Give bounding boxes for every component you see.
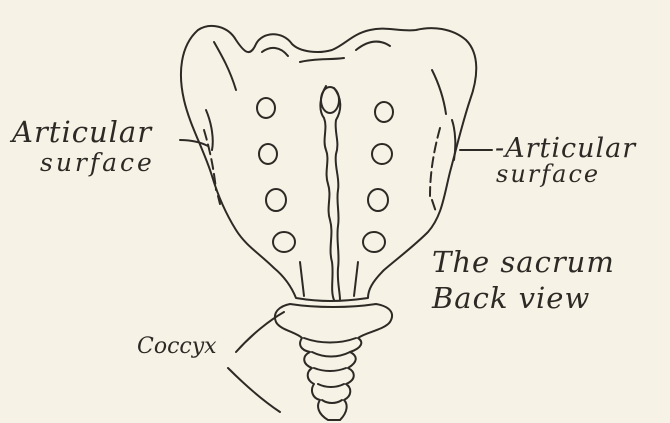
diagram-subtitle: Back view [432, 284, 590, 313]
left-articular-leader [180, 140, 208, 146]
coccyx-leader [228, 368, 280, 412]
left-foramen-2 [259, 144, 277, 164]
left-foramen-4 [273, 232, 295, 252]
left-foramen-3 [266, 189, 286, 211]
articular-surface-left-label-2: surface [40, 150, 155, 175]
articular-surface-right-label-2: surface [496, 162, 600, 186]
articular-surface-right-label: -Articular [495, 135, 636, 162]
median-sacral-crest [320, 86, 334, 300]
lower-sacral-lines [300, 262, 358, 296]
diagram-title: The sacrum [432, 248, 615, 277]
median-crest-right [334, 88, 340, 300]
coccyx-leader-top [236, 312, 284, 352]
right-foramen-1 [375, 102, 393, 122]
coccyx-label: Coccyx [137, 336, 217, 358]
articular-surface-left-label: Articular [12, 118, 152, 147]
right-articular-edge [430, 128, 440, 212]
left-ala-contour [206, 42, 236, 150]
right-foramen-3 [368, 189, 388, 211]
right-foramen-4 [363, 232, 385, 252]
right-foramen-2 [372, 144, 392, 164]
median-crest-knob [321, 87, 339, 113]
left-foramen-1 [257, 98, 275, 118]
